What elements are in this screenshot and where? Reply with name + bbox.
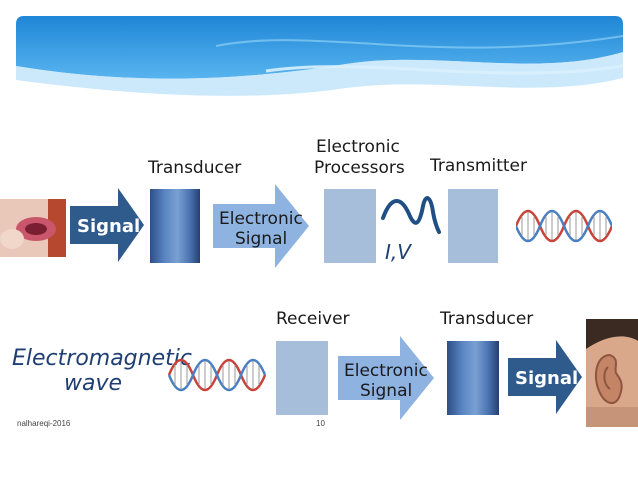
electromagnetic-wave-label-2: wave [64, 371, 123, 396]
electromagnetic-wave-label-1: Electromagnetic [12, 346, 192, 371]
electronic-signal-arrow-top: Electronic Signal [213, 184, 309, 268]
signal-arrow-bottom-label: Signal [515, 368, 578, 389]
receiver-block [276, 341, 328, 415]
electronic-processors-label-1: Electronic [316, 137, 400, 157]
mouth-image [0, 199, 66, 257]
transmitter-label: Transmitter [430, 156, 527, 176]
em-wave-icon-bottom [168, 358, 266, 392]
receiver-label: Receiver [276, 309, 350, 329]
ear-image [586, 319, 638, 427]
signal-arrow-top: Signal [70, 188, 144, 262]
electronic-processors-label-2: Processors [314, 158, 405, 178]
transducer-label-top: Transducer [148, 158, 242, 178]
electronic-signal-arrow-bottom-label-1: Electronic [344, 361, 428, 381]
em-wave-icon-top [516, 209, 612, 243]
electronic-processors-block [324, 189, 376, 263]
waveform-icon [381, 196, 441, 234]
footer-page-number: 10 [316, 419, 325, 428]
transducer-block-bottom [447, 341, 499, 415]
signal-arrow-bottom: Signal [508, 340, 582, 414]
transmitter-block [448, 189, 498, 263]
header-banner [16, 16, 623, 96]
waveform-label: I,V [385, 240, 411, 264]
transducer-label-bottom: Transducer [440, 309, 534, 329]
electronic-signal-arrow-bottom-label-2: Signal [360, 381, 412, 401]
transducer-block-top [150, 189, 200, 263]
electronic-signal-arrow-top-label-2: Signal [235, 229, 287, 249]
electronic-signal-arrow-bottom: Electronic Signal [338, 336, 434, 420]
footer-author: nalhareqi-2016 [17, 419, 71, 428]
electronic-signal-arrow-top-label-1: Electronic [219, 209, 303, 229]
signal-arrow-top-label: Signal [77, 216, 140, 237]
